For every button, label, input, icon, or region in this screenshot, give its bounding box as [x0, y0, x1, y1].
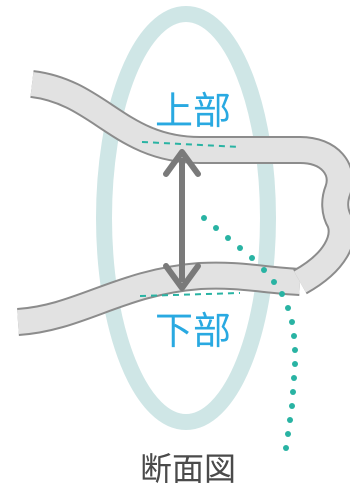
caption-label: 断面図 — [140, 450, 236, 488]
cross-section-ring — [96, 6, 276, 430]
bottom-reference-line — [139, 292, 241, 297]
top-label: 上部 — [155, 89, 231, 133]
dotted-leader-line — [201, 215, 298, 451]
top-reference-line — [141, 141, 241, 148]
tube-tip-fill — [293, 138, 350, 293]
tube-upper-wall-fill — [30, 72, 300, 163]
double-arrow-icon — [163, 149, 201, 291]
bottom-label: 下部 — [155, 309, 231, 353]
